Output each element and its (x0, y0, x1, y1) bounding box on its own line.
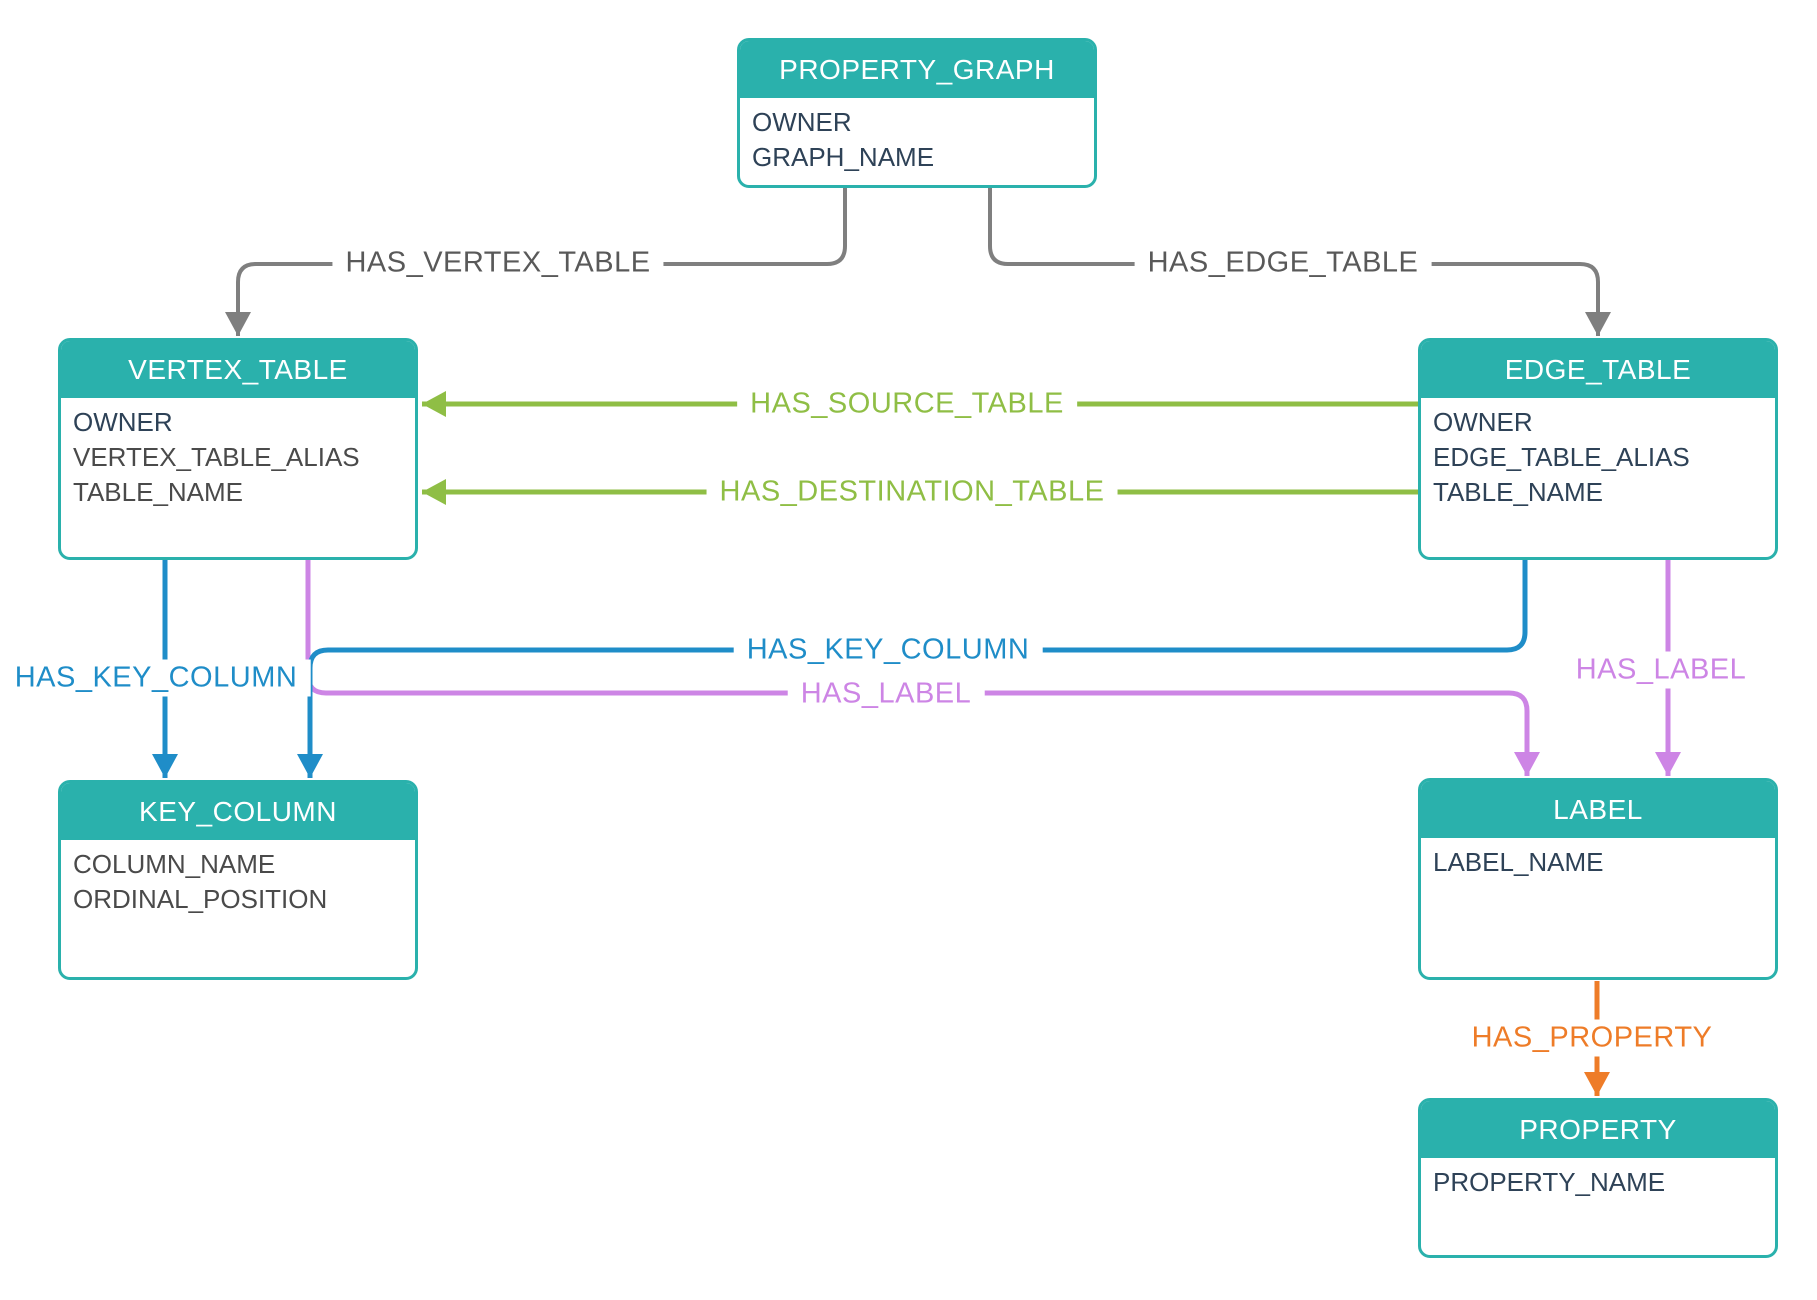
entity-property-graph-title: PROPERTY_GRAPH (740, 41, 1094, 98)
entity-field: EDGE_TABLE_ALIAS (1433, 442, 1690, 472)
entity-field: GRAPH_NAME (752, 142, 935, 172)
edge-label-has-key-column-left: HAS_KEY_COLUMN (1, 659, 311, 697)
entity-vertex-table: VERTEX_TABLE OWNER VERTEX_TABLE_ALIAS TA… (58, 338, 418, 560)
entity-field: TABLE_NAME (73, 477, 244, 507)
entity-property-fields: PROPERTY_NAME (1421, 1158, 1775, 1207)
edge-label-has-key-column-mid: HAS_KEY_COLUMN (733, 631, 1043, 669)
edge-label-has-property: HAS_PROPERTY (1458, 1019, 1726, 1057)
entity-vertex-table-title: VERTEX_TABLE (61, 341, 415, 398)
entity-key-column-title: KEY_COLUMN (61, 783, 415, 840)
edge-label-has-vertex-table: HAS_VERTEX_TABLE (332, 244, 664, 282)
entity-vertex-table-fields: OWNER VERTEX_TABLE_ALIAS TABLE_NAME (61, 398, 415, 517)
entity-edge-table: EDGE_TABLE OWNER EDGE_TABLE_ALIAS TABLE_… (1418, 338, 1778, 560)
entity-field: LABEL_NAME (1433, 847, 1604, 877)
entity-key-column: KEY_COLUMN COLUMN_NAME ORDINAL_POSITION (58, 780, 418, 980)
entity-property-title: PROPERTY (1421, 1101, 1775, 1158)
edge-label-has-source-table: HAS_SOURCE_TABLE (737, 385, 1077, 423)
entity-property-graph-fields: OWNER GRAPH_NAME (740, 98, 1094, 182)
entity-edge-table-title: EDGE_TABLE (1421, 341, 1775, 398)
entity-field: OWNER (73, 407, 173, 437)
entity-field: COLUMN_NAME (73, 849, 276, 879)
entity-property: PROPERTY PROPERTY_NAME (1418, 1098, 1778, 1258)
entity-field: OWNER (1433, 407, 1533, 437)
entity-edge-table-fields: OWNER EDGE_TABLE_ALIAS TABLE_NAME (1421, 398, 1775, 517)
entity-field: ORDINAL_POSITION (73, 884, 328, 914)
entity-field: TABLE_NAME (1433, 477, 1604, 507)
edge-label-has-label-mid: HAS_LABEL (787, 675, 985, 713)
edge-label-has-destination-table: HAS_DESTINATION_TABLE (706, 473, 1118, 511)
entity-label: LABEL LABEL_NAME (1418, 778, 1778, 980)
entity-label-fields: LABEL_NAME (1421, 838, 1775, 887)
entity-field: OWNER (752, 107, 852, 137)
entity-field: VERTEX_TABLE_ALIAS (73, 442, 360, 472)
edge-label-has-edge-table: HAS_EDGE_TABLE (1134, 244, 1432, 282)
entity-label-title: LABEL (1421, 781, 1775, 838)
entity-key-column-fields: COLUMN_NAME ORDINAL_POSITION (61, 840, 415, 924)
edge-label-has-label-right: HAS_LABEL (1562, 651, 1760, 689)
entity-property-graph: PROPERTY_GRAPH OWNER GRAPH_NAME (737, 38, 1097, 188)
edge-has-key-column-from-edge-table (297, 560, 1528, 778)
entity-field: PROPERTY_NAME (1433, 1167, 1666, 1197)
